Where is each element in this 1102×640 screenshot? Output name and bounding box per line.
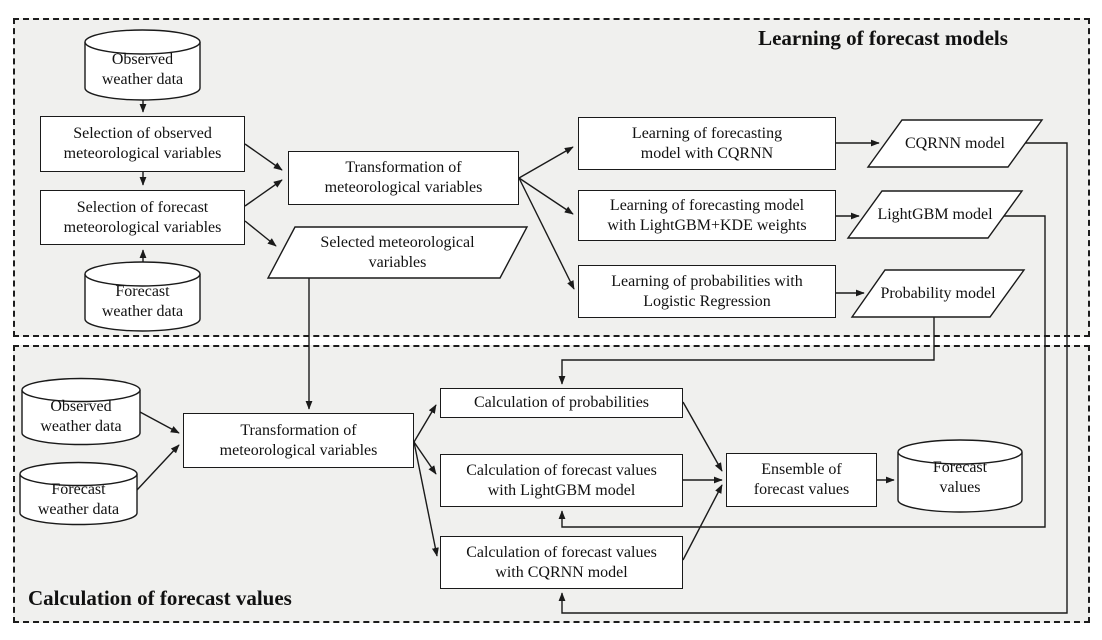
arrow-selfor-to-selectedvars bbox=[244, 220, 277, 247]
cylinder-forecast-top bbox=[84, 261, 201, 332]
lightgbm-model-parallelogram bbox=[846, 190, 1024, 239]
learning-logistic-box: Learning of probabilities with Logistic … bbox=[578, 265, 836, 318]
learning-cqrnn-box: Learning of forecasting model with CQRNN bbox=[578, 117, 836, 170]
cylinder-observed-bottom bbox=[21, 377, 141, 446]
ensemble-box: Ensemble of forecast values bbox=[726, 453, 877, 507]
learning-lightgbm-box: Learning of forecasting model with Light… bbox=[578, 190, 836, 241]
arrow-forcyl-to-transform2 bbox=[136, 444, 180, 491]
calc-cqrnn-box: Calculation of forecast values with CQRN… bbox=[440, 536, 683, 589]
arrow-selfor-to-transform bbox=[244, 179, 283, 207]
selection-observed-box: Selection of observed meteorological var… bbox=[40, 116, 245, 172]
arrow-transform-to-learnlogistic bbox=[518, 177, 575, 290]
arrow-selobs-to-transform bbox=[244, 143, 283, 171]
arrow-calccqrnn-to-ensemble bbox=[682, 484, 723, 561]
transformation-bottom-box: Transformation of meteorological variabl… bbox=[183, 413, 414, 468]
learning-section-title: Learning of forecast models bbox=[758, 26, 1008, 50]
arrow-transform2-to-calccqrnn bbox=[413, 441, 439, 557]
calculation-section-title: Calculation of forecast values bbox=[28, 586, 292, 610]
arrow-calcprob-to-ensemble bbox=[682, 401, 723, 472]
probability-model-parallelogram bbox=[850, 269, 1026, 318]
cylinder-forecast-values bbox=[897, 439, 1023, 513]
transformation-top-box: Transformation of meteorological variabl… bbox=[288, 151, 519, 205]
arrow-transform-to-learncqrnn bbox=[518, 146, 574, 179]
arrow-transform2-to-calcprob bbox=[413, 404, 437, 443]
cylinder-forecast-bottom bbox=[19, 461, 138, 526]
calc-lightgbm-box: Calculation of forecast values with Ligh… bbox=[440, 454, 683, 507]
route-cqrnnmodel-to-calccqrnn bbox=[558, 142, 1068, 614]
selection-forecast-box: Selection of forecast meteorological var… bbox=[40, 190, 245, 245]
calc-probabilities-box: Calculation of probabilities bbox=[440, 388, 683, 418]
arrow-transform2-to-calclgbm bbox=[413, 441, 437, 475]
arrow-obscyl-to-transform2 bbox=[139, 411, 180, 434]
selected-vars-parallelogram bbox=[266, 226, 529, 279]
route-probmodel-to-calcprob bbox=[558, 317, 935, 385]
cylinder-observed-top bbox=[84, 29, 201, 101]
cqrnn-model-parallelogram bbox=[866, 119, 1044, 168]
arrow-transform-to-learnlgbm bbox=[518, 177, 574, 215]
route-lgbmmodel-to-calclgbm bbox=[558, 215, 1046, 528]
